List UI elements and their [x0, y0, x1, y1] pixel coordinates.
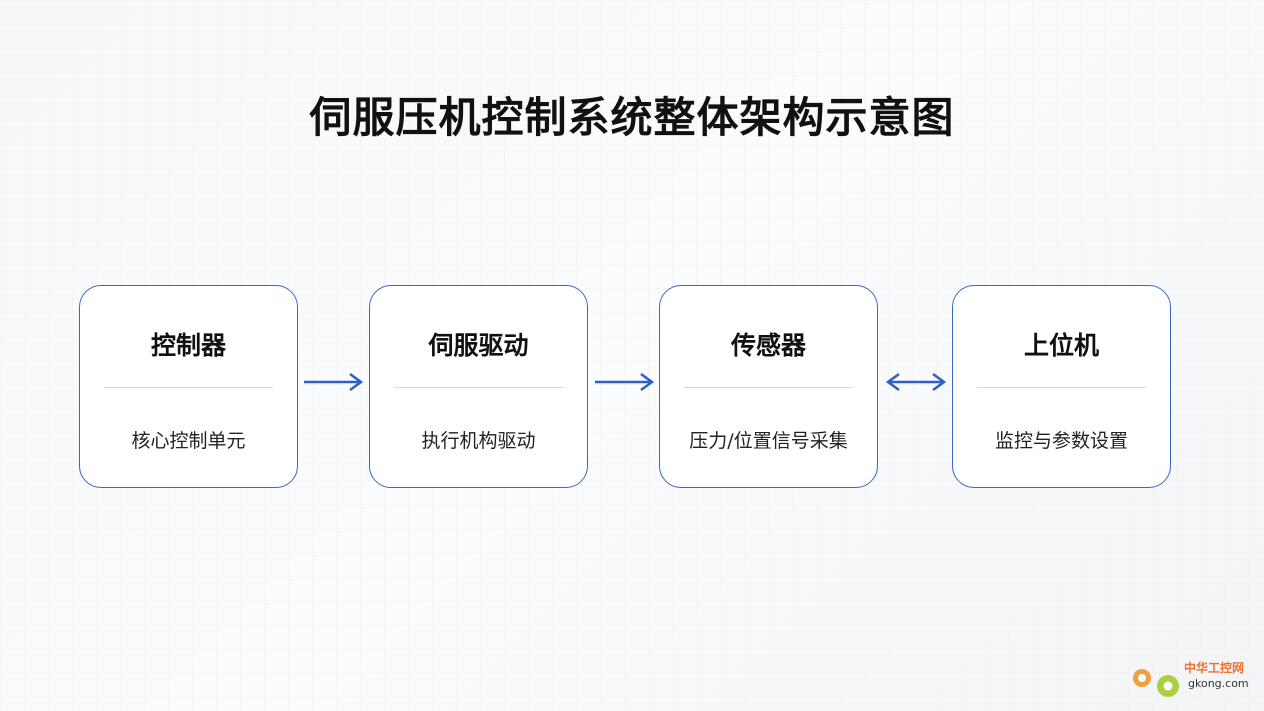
- divider: [684, 387, 853, 388]
- node-sensor: 传感器 压力/位置信号采集: [659, 285, 878, 488]
- svg-text:中华工控网: 中华工控网: [1184, 660, 1244, 675]
- node-controller: 控制器 核心控制单元: [79, 285, 298, 488]
- node-subtitle: 执行机构驱动: [421, 430, 536, 452]
- arrow-right-icon: [595, 372, 655, 392]
- diagram-title: 伺服压机控制系统整体架构示意图: [309, 93, 955, 142]
- node-title: 传感器: [730, 331, 806, 360]
- node-title: 上位机: [1023, 331, 1099, 360]
- node-subtitle: 核心控制单元: [131, 430, 246, 452]
- node-host-computer: 上位机 监控与参数设置: [952, 285, 1171, 488]
- divider: [977, 387, 1146, 388]
- gkong-watermark-logo: 中华工控网 gkong.com: [1133, 660, 1249, 697]
- divider: [104, 387, 273, 388]
- arrow-right-icon: [304, 372, 364, 392]
- node-title: 伺服驱动: [428, 331, 529, 360]
- arrow-bidirectional-icon: [886, 372, 946, 392]
- node-subtitle: 监控与参数设置: [994, 430, 1128, 452]
- node-title: 控制器: [150, 331, 226, 360]
- node-subtitle: 压力/位置信号采集: [689, 430, 848, 452]
- divider: [394, 387, 563, 388]
- node-servo-drive: 伺服驱动 执行机构驱动: [369, 285, 588, 488]
- svg-text:gkong.com: gkong.com: [1188, 677, 1249, 690]
